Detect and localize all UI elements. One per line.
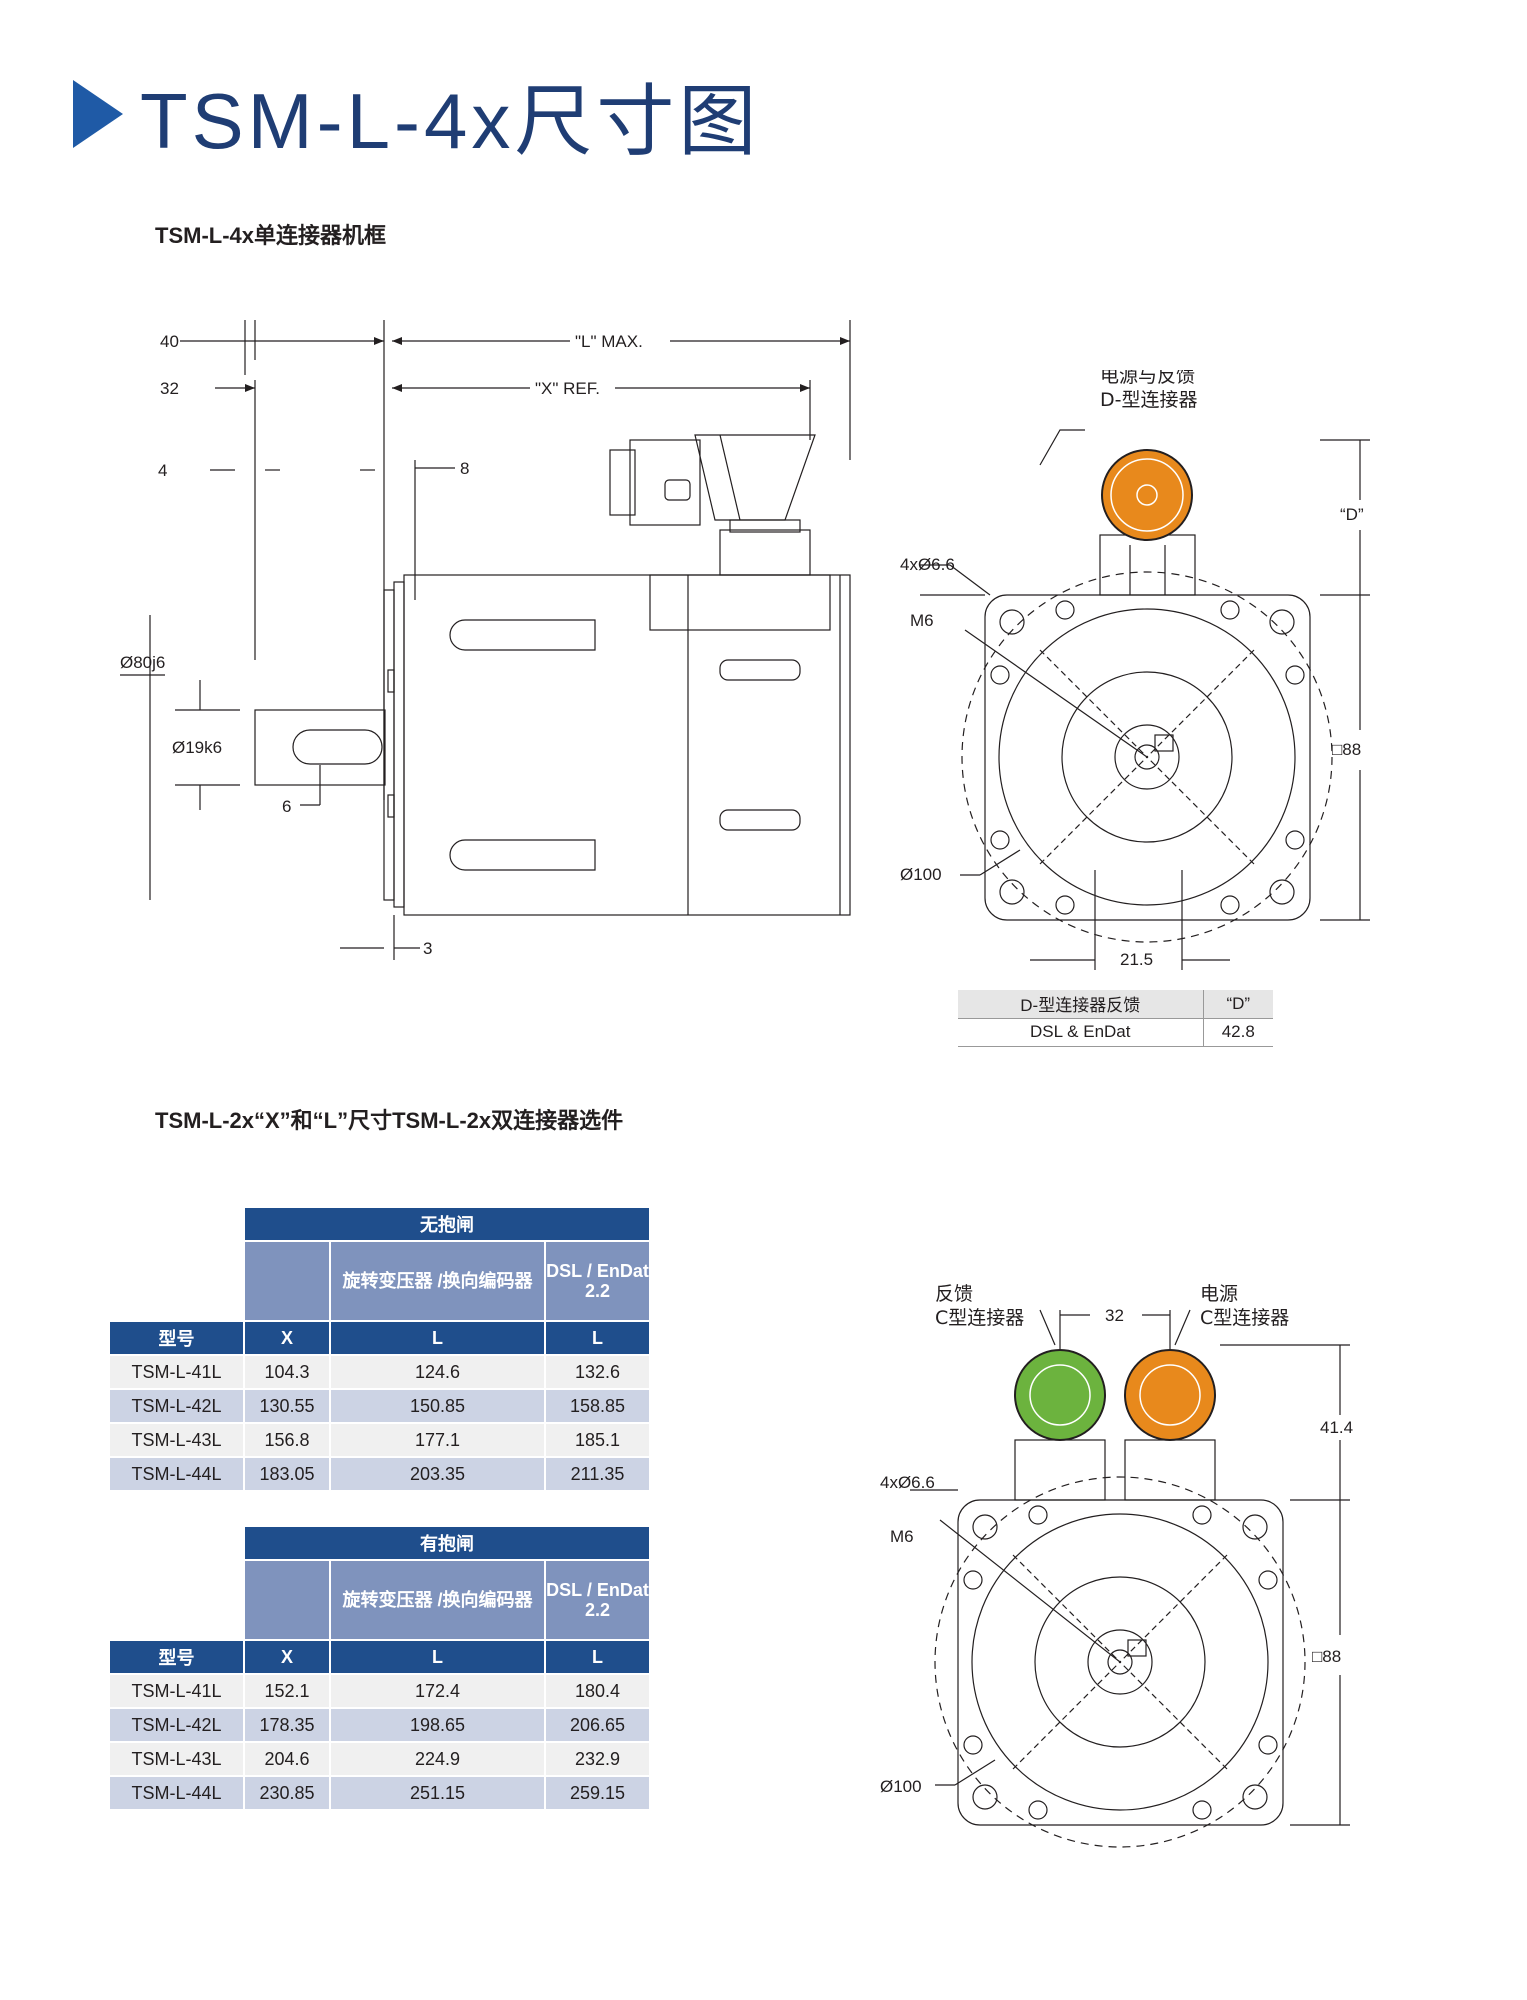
table-cell: 150.85 [329,1388,546,1424]
page-title: TSM-L-4x尺寸图 [140,77,761,165]
dim-thread: M6 [910,611,934,630]
table-cell: 224.9 [329,1741,546,1777]
table-with-brake: 有抱闸 旋转变压器 /换向编码器 DSL / EnDat 2.2 型号 X L … [108,1525,651,1811]
table-cell: 124.6 [329,1354,546,1390]
d-table-header-0: D-型连接器反馈 [958,990,1203,1018]
table-cell: 185.1 [544,1422,651,1458]
table-cell: TSM-L-42L [108,1707,245,1743]
feedback-connector-icon [1014,1349,1106,1441]
dim-holes-2: 4xØ6.6 [880,1473,935,1492]
dim-flange-3: 3 [423,939,432,958]
table-cell: TSM-L-42L [108,1388,245,1424]
table-cell: TSM-L-44L [108,1456,245,1492]
dim-8: 8 [460,459,469,478]
d-table-cell-1: 42.8 [1202,1017,1273,1047]
dim-40: 40 [160,332,179,351]
table-cell: 198.65 [329,1707,546,1743]
table-cell: 206.65 [544,1707,651,1743]
front-view-single: 电源与反馈 D-型连接器 “D” 4xØ6.6 M6 Ø100 □88 21.5 [900,370,1370,970]
table-no-brake: 无抱闸 旋转变压器 /换向编码器 DSL / EnDat 2.2 型号 X L … [108,1206,651,1492]
dim-pcd: Ø100 [900,865,942,884]
table-cell: 183.05 [243,1456,331,1492]
table-cell: TSM-L-44L [108,1775,245,1811]
table-brake-col-3: L [544,1639,651,1675]
table-cell: 172.4 [329,1673,546,1709]
front-view-dual: 反馈 C型连接器 电源 C型连接器 32 41.4 4xØ6.6 M6 Ø100… [880,1283,1353,1848]
table-cell: 132.6 [544,1354,651,1390]
dim-l-max: "L" MAX. [575,332,643,351]
connector-label-line1: 电源与反馈 [1100,370,1195,387]
table-brake-sub-0: 旋转变压器 /换向编码器 [329,1559,546,1641]
table-cell: TSM-L-43L [108,1741,245,1777]
table-cell: 177.1 [329,1422,546,1458]
dim-thread-2: M6 [890,1527,914,1546]
dim-4: 4 [158,461,167,480]
table-cell: 230.85 [243,1775,331,1811]
table-no-brake-col-3: L [544,1320,651,1356]
table-cell: 152.1 [243,1673,331,1709]
connector-label-line2: D-型连接器 [1100,389,1198,411]
table-cell: 180.4 [544,1673,651,1709]
table-cell: 259.15 [544,1775,651,1811]
table-row: TSM-L-44L 230.85 251.15 259.15 [108,1775,651,1811]
table-brake-col-1: X [243,1639,331,1675]
table-no-brake-col-0: 型号 [108,1320,245,1356]
dim-32: 32 [160,379,179,398]
side-view-drawing: 40 32 4 8 "L" MAX. "X" REF. Ø80j6 Ø19k6 … [120,320,851,960]
table-cell: TSM-L-43L [108,1422,245,1458]
table-cell: 251.15 [329,1775,546,1811]
d-table-cell-0: DSL & EnDat [958,1017,1203,1047]
table-brake-group: 有抱闸 [243,1525,651,1561]
dim-d: “D” [1340,505,1364,524]
power-label-line1: 电源 [1200,1283,1238,1305]
feedback-label-line2: C型连接器 [935,1307,1024,1329]
table-cell: 203.35 [329,1456,546,1492]
table-no-brake-sub-1: DSL / EnDat 2.2 [544,1240,651,1322]
table-row: TSM-L-42L 130.55 150.85 158.85 [108,1388,651,1424]
table-cell: 232.9 [544,1741,651,1777]
table-no-brake-col-1: X [243,1320,331,1356]
table-row: TSM-L-41L 152.1 172.4 180.4 [108,1673,651,1709]
dim-pcd-2: Ø100 [880,1777,922,1796]
table-cell: 156.8 [243,1422,331,1458]
table-no-brake-group: 无抱闸 [243,1206,651,1242]
table-cell: 178.35 [243,1707,331,1743]
section1-heading: TSM-L-4x单连接器机框 [155,223,387,248]
table-cell: TSM-L-41L [108,1354,245,1390]
dim-spacing: 32 [1105,1306,1124,1325]
d-dimension-table: D-型连接器反馈 “D” DSL & EnDat 42.8 [958,990,1273,1047]
dim-shaft-pilot: Ø80j6 [120,653,165,672]
table-brake-sub-1: DSL / EnDat 2.2 [544,1559,651,1641]
dim-shaft-dia: Ø19k6 [172,738,222,757]
dim-key-6: 6 [282,797,291,816]
table-cell: 158.85 [544,1388,651,1424]
d-table-header-1: “D” [1202,990,1273,1018]
title-arrow-icon [73,80,123,148]
table-row: TSM-L-41L 104.3 124.6 132.6 [108,1354,651,1390]
table-cell: 204.6 [243,1741,331,1777]
power-feedback-connector-icon [1101,449,1193,541]
feedback-label-line1: 反馈 [935,1283,973,1305]
table-brake-col-0: 型号 [108,1639,245,1675]
dim-x-ref: "X" REF. [535,379,600,398]
table-cell: 104.3 [243,1354,331,1390]
table-no-brake-col-2: L [329,1320,546,1356]
table-cell: 130.55 [243,1388,331,1424]
table-no-brake-sub-0: 旋转变压器 /换向编码器 [329,1240,546,1322]
section2-heading: TSM-L-2x“X”和“L”尺寸TSM-L-2x双连接器选件 [155,1108,624,1133]
table-row: TSM-L-42L 178.35 198.65 206.65 [108,1707,651,1743]
dim-square: □88 [1332,740,1361,759]
table-row: TSM-L-43L 156.8 177.1 185.1 [108,1422,651,1458]
table-cell: 211.35 [544,1456,651,1492]
dim-offset: 21.5 [1120,950,1153,969]
dim-holes: 4xØ6.6 [900,555,955,574]
dim-square-2: □88 [1312,1647,1341,1666]
dim-height: 41.4 [1320,1418,1353,1437]
table-brake-col-2: L [329,1639,546,1675]
table-row: TSM-L-44L 183.05 203.35 211.35 [108,1456,651,1492]
table-cell: TSM-L-41L [108,1673,245,1709]
power-connector-icon [1124,1349,1216,1441]
power-label-line2: C型连接器 [1200,1307,1289,1329]
table-row: TSM-L-43L 204.6 224.9 232.9 [108,1741,651,1777]
